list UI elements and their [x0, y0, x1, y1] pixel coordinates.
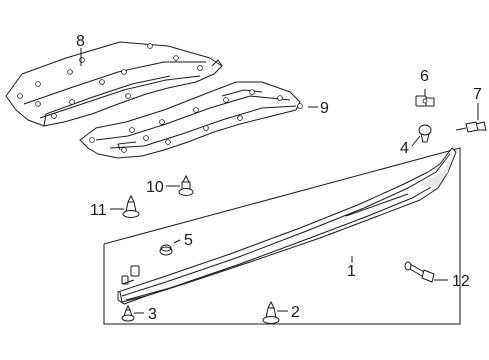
rocker-molding — [117, 147, 457, 305]
assembly-outline — [103, 147, 461, 325]
bolt-long — [404, 261, 435, 283]
front-underbody-shield — [5, 41, 223, 127]
callout-9: 9 — [320, 100, 329, 117]
callout-10: 10 — [146, 179, 164, 196]
callout-2: 2 — [291, 304, 300, 321]
callout-7: 7 — [473, 86, 482, 103]
callout-labels: 8 9 6 7 4 10 11 5 1 12 2 3 — [76, 33, 482, 323]
callout-4: 4 — [400, 140, 409, 157]
leader-lines — [80, 48, 479, 314]
callout-6: 6 — [420, 68, 429, 85]
callout-3: 3 — [148, 306, 157, 323]
callout-11: 11 — [90, 202, 107, 219]
clip-nut — [415, 95, 435, 107]
rear-underbody-shield — [79, 81, 303, 159]
retainer-clip — [262, 300, 280, 324]
bolt-short — [455, 121, 487, 133]
expansion-clip — [122, 194, 140, 218]
callout-5: 5 — [184, 232, 193, 249]
push-pin — [418, 124, 432, 143]
callout-8: 8 — [76, 33, 85, 50]
grommet-nut — [159, 244, 173, 256]
push-clip — [121, 304, 135, 322]
molding-clip — [121, 265, 140, 285]
callout-12: 12 — [452, 273, 470, 290]
callout-1: 1 — [347, 263, 356, 280]
screw-grommet — [178, 174, 194, 196]
